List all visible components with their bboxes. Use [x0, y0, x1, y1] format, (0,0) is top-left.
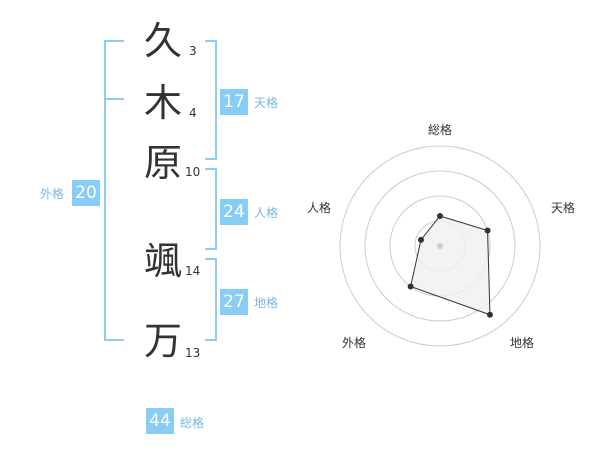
chikaku-value: 27 — [220, 289, 248, 315]
gaikaku-value: 20 — [72, 180, 100, 206]
tenkaku-bracket — [205, 40, 217, 160]
name-char-4: 颯 — [143, 239, 182, 283]
radar-grid-ring-4 — [339, 145, 541, 347]
radar-grid-ring-3 — [364, 170, 516, 322]
radar-axis-label-left-top: 人格 — [307, 200, 331, 215]
gaikaku-bracket-tick — [104, 98, 124, 100]
radar-axis-label-right-bottom: 地格 — [510, 335, 534, 350]
radar-point-3 — [486, 311, 493, 318]
name-char-5: 万 — [143, 319, 182, 363]
name-char-2: 木 — [143, 81, 182, 125]
name-char-1: 久 — [143, 19, 182, 63]
radar-point-1 — [437, 213, 443, 219]
jinkaku-label: 人格 — [254, 206, 279, 220]
radar-axis-label-top: 総格 — [428, 122, 452, 137]
name-char-3: 原 — [143, 141, 182, 185]
radar-center-dot — [437, 243, 443, 249]
chikaku-bracket — [205, 258, 217, 341]
stroke-count-3: 10 — [185, 165, 201, 179]
radar-point-5 — [417, 236, 424, 243]
radar-point-2 — [484, 227, 491, 234]
jinkaku-bracket — [205, 168, 217, 250]
stroke-count-1: 3 — [189, 44, 197, 58]
radar-axis-label-right-top: 天格 — [551, 200, 575, 215]
soukaku-label: 総格 — [180, 416, 205, 430]
radar-shape — [410, 215, 491, 316]
jinkaku-value: 24 — [220, 199, 248, 225]
soukaku-value: 44 — [146, 408, 174, 434]
tenkaku-value: 17 — [220, 89, 248, 115]
stroke-count-5: 13 — [185, 346, 201, 360]
stroke-count-4: 14 — [185, 264, 201, 278]
gaikaku-label: 外格 — [40, 187, 65, 201]
chikaku-label: 地格 — [254, 296, 279, 310]
radar-axis-label-left-bottom: 外格 — [342, 335, 366, 350]
tenkaku-label: 天格 — [254, 96, 279, 110]
gaikaku-bracket — [104, 40, 124, 341]
radar-points — [407, 213, 493, 318]
radar-point-4 — [407, 283, 414, 290]
stroke-count-2: 4 — [189, 106, 197, 120]
